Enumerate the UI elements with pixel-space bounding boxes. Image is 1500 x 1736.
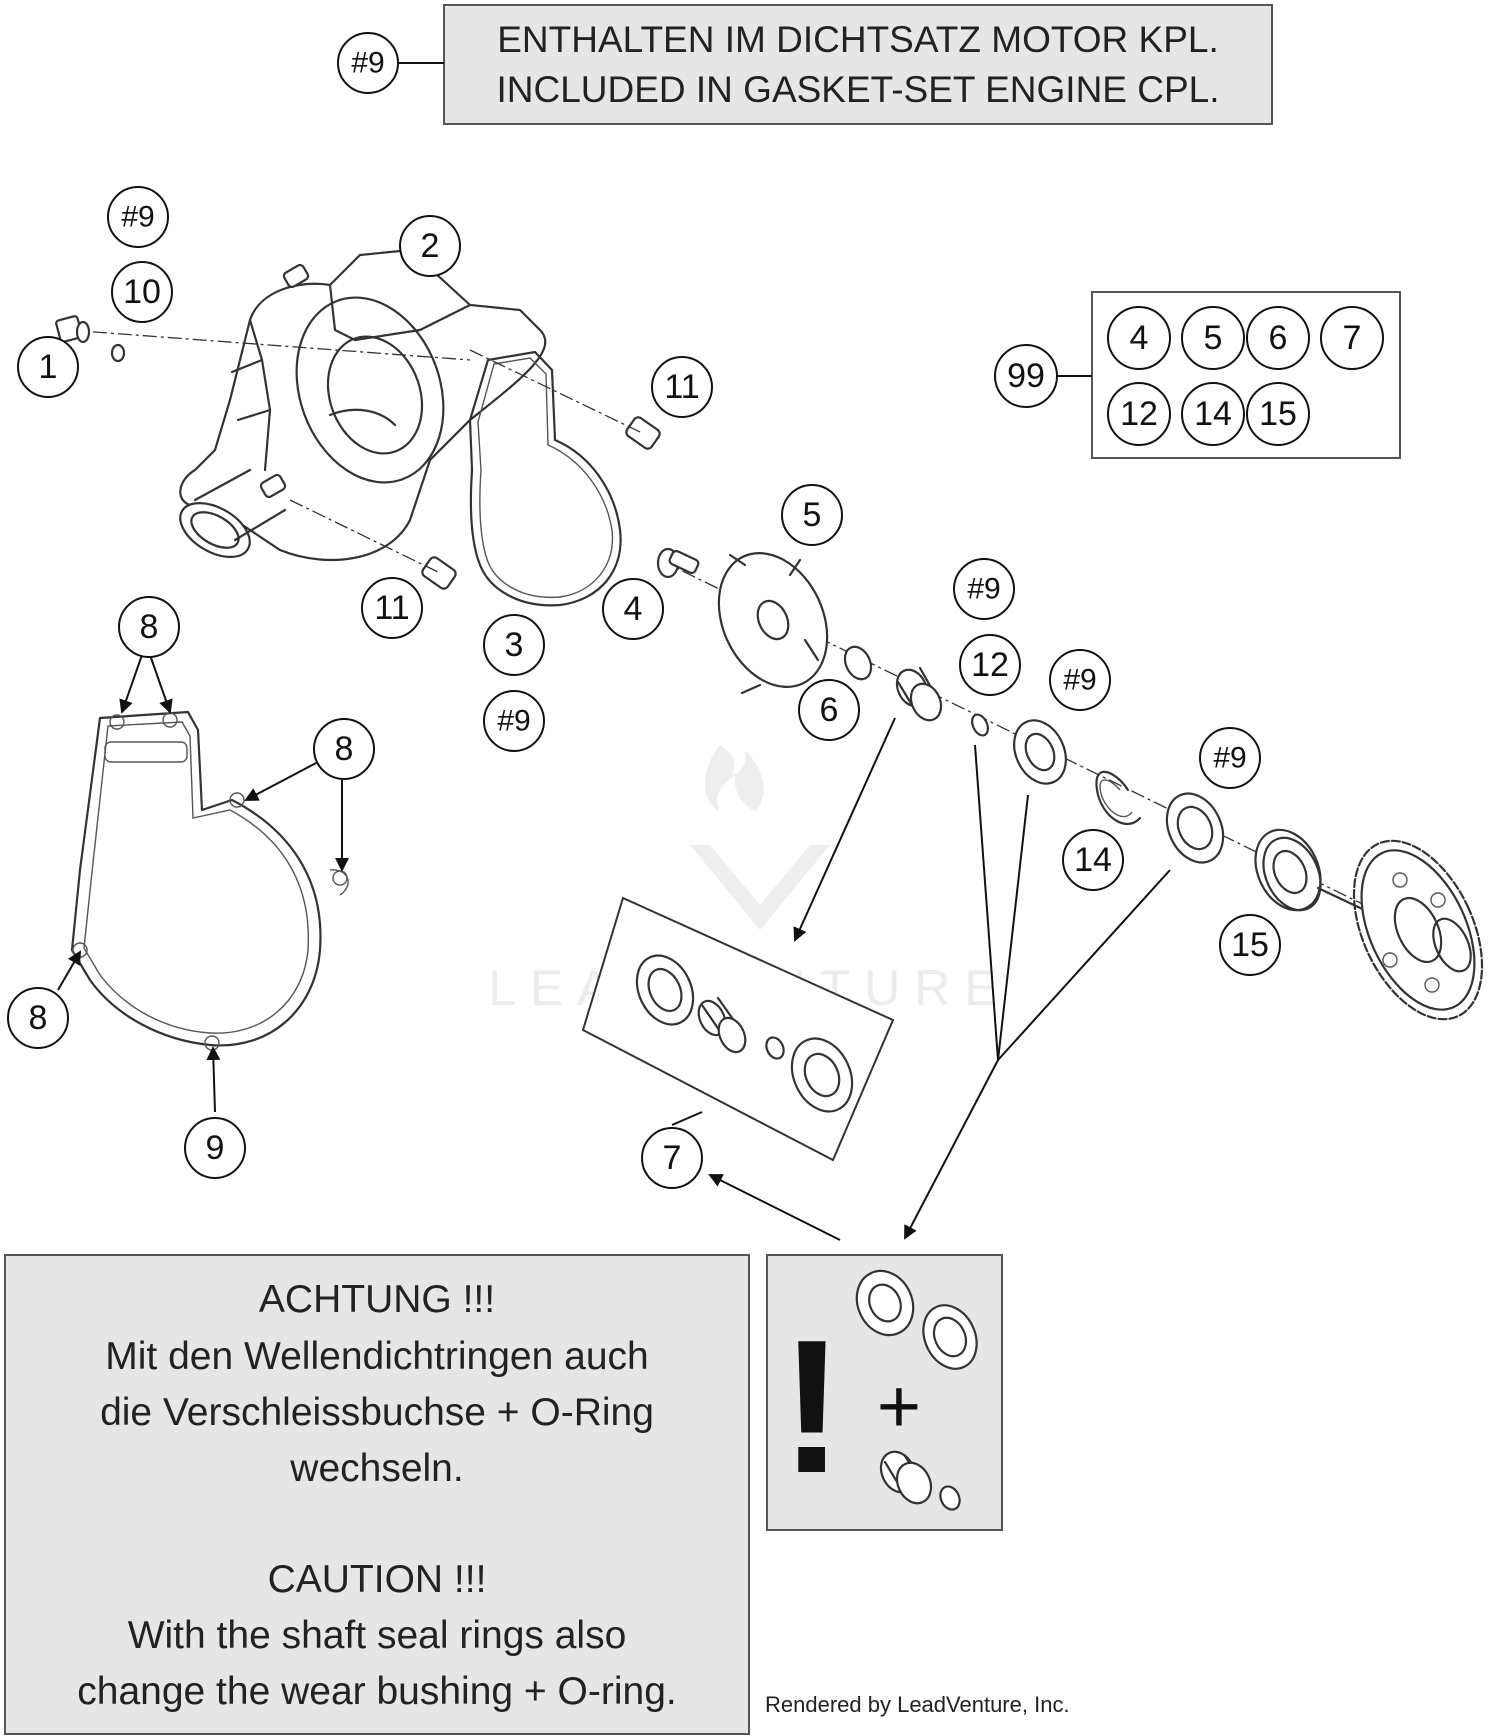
kit-item: 6 bbox=[1269, 319, 1288, 357]
render-credit: Rendered by LeadVenture, Inc. bbox=[765, 1692, 1070, 1717]
callout-gasket-set: #9 bbox=[967, 573, 1000, 606]
callout-11: 11 bbox=[664, 368, 699, 406]
seal-ring-icon bbox=[855, 1269, 915, 1337]
kit-box: 99 4 5 6 7 12 14 15 bbox=[994, 291, 1401, 459]
callout-gasket-set: #9 bbox=[497, 705, 530, 738]
callout-8: 8 bbox=[335, 730, 354, 768]
warning-plus-icon: + bbox=[877, 1364, 921, 1449]
o-ring-part-6 bbox=[843, 645, 873, 681]
caution-en-line2: change the wear bushing + O-ring. bbox=[77, 1670, 676, 1713]
pump-cover bbox=[179, 248, 547, 562]
kit-box-ref: 99 bbox=[1007, 357, 1045, 395]
header-note-ref-circle bbox=[337, 32, 399, 94]
callout-7: 7 bbox=[663, 1139, 682, 1177]
callout-15: 15 bbox=[1231, 926, 1269, 964]
callout-9: 9 bbox=[206, 1129, 225, 1167]
leader-lines bbox=[57, 654, 1171, 1241]
callouts: 1 2 3 #9 4 5 6 7 8 8 8 9 #9 10 11 11 #9 bbox=[7, 186, 1281, 1189]
header-note: ENTHALTEN IM DICHTSATZ MOTOR KPL. INCLUD… bbox=[337, 4, 1273, 125]
warning-note: ! + bbox=[766, 1254, 1003, 1531]
kit-item: 7 bbox=[1343, 319, 1362, 357]
bearing-part-15 bbox=[1254, 828, 1322, 912]
kit-item: 5 bbox=[1204, 319, 1223, 357]
header-note-box bbox=[443, 4, 1273, 125]
dowel-pin-part-11-upper bbox=[469, 349, 661, 450]
impeller-part-5 bbox=[717, 552, 829, 695]
header-note-line2: INCLUDED IN GASKET-SET ENGINE CPL. bbox=[496, 69, 1219, 110]
warning-exclamation-icon: ! bbox=[780, 1301, 843, 1513]
callout-6: 6 bbox=[820, 691, 839, 729]
callout-5: 5 bbox=[803, 496, 822, 534]
seal-ring-icon bbox=[922, 1304, 978, 1370]
callout-10: 10 bbox=[123, 273, 161, 311]
callout-gasket-set: #9 bbox=[1213, 742, 1246, 775]
caution-de-line2: die Verschleissbuchse + O-Ring bbox=[100, 1391, 654, 1434]
washer-part-10 bbox=[110, 343, 126, 363]
caution-en-line1: With the shaft seal rings also bbox=[128, 1614, 627, 1657]
caution-note: ACHTUNG !!! Mit den Wellendichtringen au… bbox=[4, 1254, 750, 1735]
pump-gear-shaft bbox=[1316, 839, 1484, 1021]
shaft-seal-ring bbox=[1013, 719, 1067, 785]
callout-gasket-set: #9 bbox=[121, 201, 154, 234]
caution-de-line3: wechseln. bbox=[289, 1447, 463, 1490]
callout-8: 8 bbox=[29, 999, 48, 1037]
callout-11: 11 bbox=[374, 589, 409, 627]
circlip-part-14 bbox=[1095, 770, 1142, 825]
gasket-part-3 bbox=[468, 350, 622, 607]
callout-2: 2 bbox=[421, 227, 440, 265]
shaft-seal-ring-outer bbox=[1165, 792, 1225, 864]
caution-de-line1: Mit den Wellendichtringen auch bbox=[105, 1335, 648, 1378]
kit-item: 15 bbox=[1259, 395, 1297, 433]
axis-line-screw bbox=[67, 329, 471, 361]
callout-8: 8 bbox=[140, 608, 159, 646]
o-ring-icon bbox=[939, 1485, 961, 1511]
callout-12: 12 bbox=[971, 646, 1009, 684]
caution-en-title: CAUTION !!! bbox=[268, 1558, 487, 1601]
seal-kit-part-7 bbox=[581, 896, 895, 1162]
caution-de-title: ACHTUNG !!! bbox=[259, 1278, 495, 1321]
kit-item: 4 bbox=[1130, 319, 1149, 357]
o-ring-part-12 bbox=[971, 713, 989, 737]
callout-14: 14 bbox=[1074, 841, 1112, 879]
screw-part-1 bbox=[55, 315, 91, 344]
header-note-line1: ENTHALTEN IM DICHTSATZ MOTOR KPL. bbox=[497, 19, 1219, 60]
kit-item: 12 bbox=[1120, 395, 1158, 433]
callout-3: 3 bbox=[505, 626, 524, 664]
header-note-ref: #9 bbox=[351, 47, 384, 80]
impeller-screw-part-4 bbox=[656, 547, 700, 579]
caution-note-box bbox=[4, 1254, 750, 1735]
kit-item: 14 bbox=[1194, 395, 1232, 433]
callout-gasket-set: #9 bbox=[1063, 664, 1096, 697]
callout-1: 1 bbox=[39, 348, 58, 386]
wear-bushing bbox=[895, 666, 943, 722]
callout-4: 4 bbox=[624, 590, 643, 628]
dowel-pin-part-11-lower bbox=[289, 499, 457, 590]
cover-gasket-part-9 bbox=[70, 710, 349, 1051]
